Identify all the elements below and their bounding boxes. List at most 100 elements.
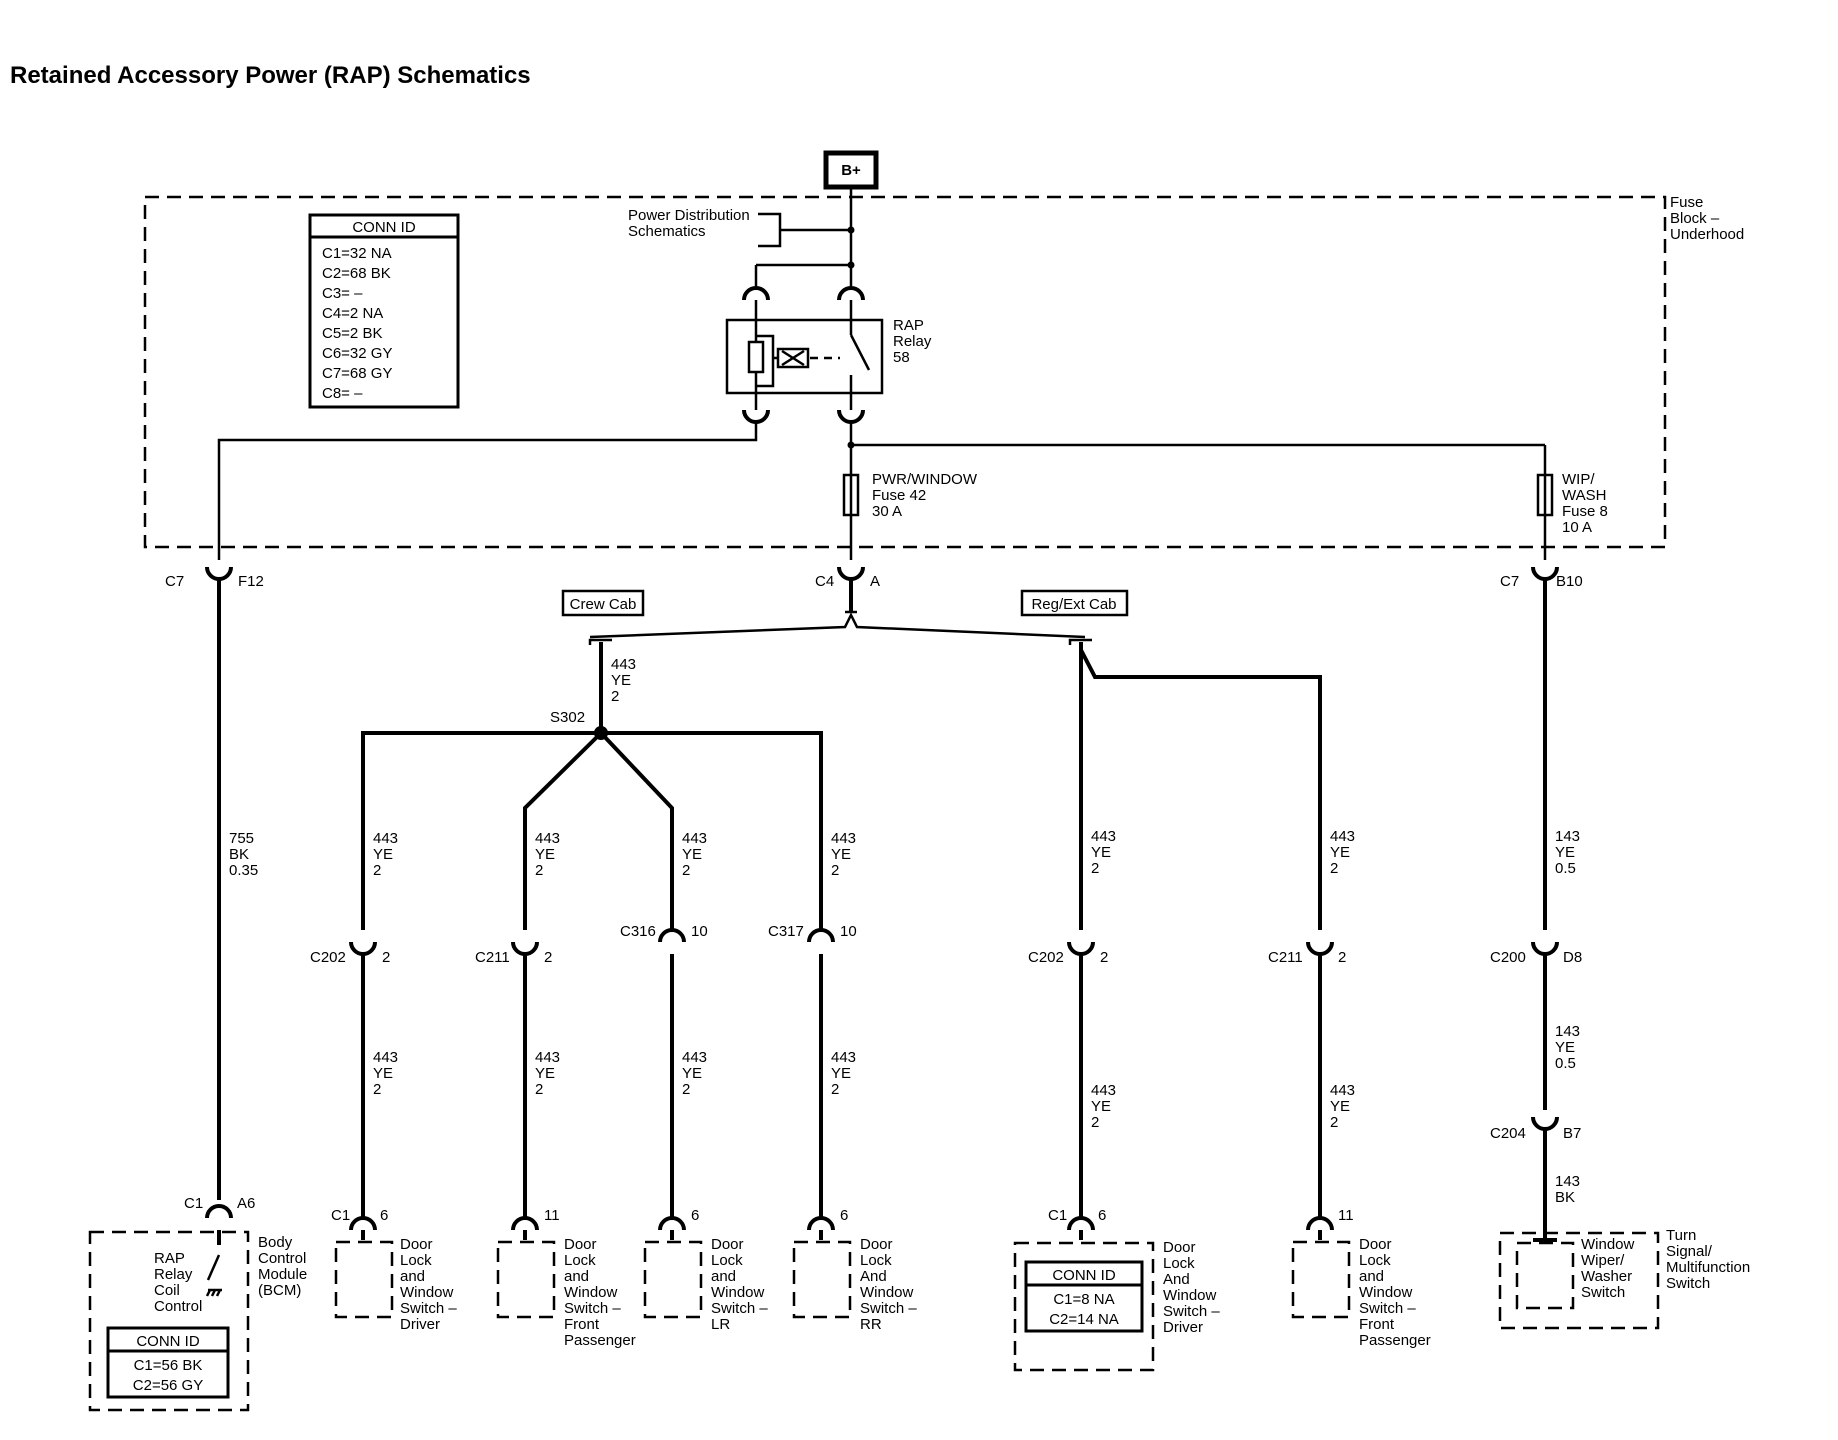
connector-pin-6-rr: 6 xyxy=(807,1207,848,1231)
svg-text:2: 2 xyxy=(382,949,390,966)
svg-text:C316: C316 xyxy=(620,923,656,940)
connector-pin-11-front-pass-crew: 11 xyxy=(511,1207,560,1231)
door-lock-switch-driver-reg: Door Lock And Window Switch – Driver xyxy=(1013,1239,1220,1372)
svg-text:C6=32 GY: C6=32 GY xyxy=(322,345,392,362)
svg-text:Control: Control xyxy=(154,1298,202,1315)
svg-text:Driver: Driver xyxy=(1163,1319,1203,1336)
svg-text:YE: YE xyxy=(1330,844,1350,861)
body-control-module: RAP Relay Coil Control Body Control Modu… xyxy=(88,1230,307,1412)
door-lock-switch-rr: Door Lock And Window Switch – RR xyxy=(792,1236,917,1333)
connector-c200: C200 D8 xyxy=(1490,949,1582,966)
svg-text:and: and xyxy=(711,1268,736,1285)
svg-text:443: 443 xyxy=(682,830,707,847)
connector-c7-b10: C7 B10 xyxy=(1500,566,1583,590)
svg-text:YE: YE xyxy=(1555,1039,1575,1056)
svg-text:C2=56 GY: C2=56 GY xyxy=(133,1377,203,1394)
battery-terminal: B+ xyxy=(823,150,879,190)
svg-text:Window: Window xyxy=(860,1284,914,1301)
conn-id-table-fuse-block: CONN ID C1=32 NA C2=68 BK C3= – C4=2 NA … xyxy=(308,213,460,409)
svg-text:F12: F12 xyxy=(238,573,264,590)
svg-text:C3= –: C3= – xyxy=(322,285,363,302)
svg-text:YE: YE xyxy=(1091,1098,1111,1115)
svg-text:2: 2 xyxy=(682,1081,690,1098)
svg-text:2: 2 xyxy=(373,862,381,879)
svg-text:C7: C7 xyxy=(1500,573,1519,590)
svg-text:443: 443 xyxy=(682,1049,707,1066)
svg-text:2: 2 xyxy=(831,1081,839,1098)
svg-text:C317: C317 xyxy=(768,923,804,940)
svg-text:YE: YE xyxy=(682,846,702,863)
svg-text:C7=68 GY: C7=68 GY xyxy=(322,365,392,382)
svg-text:443: 443 xyxy=(535,830,560,847)
svg-text:YE: YE xyxy=(373,1065,393,1082)
fuse-block-label: Fuse Block – Underhood xyxy=(1670,194,1744,243)
svg-text:143: 143 xyxy=(1555,1173,1580,1190)
wire-label-443-c202a-down: 443 YE 2 xyxy=(373,1049,398,1098)
svg-text:C4=2 NA: C4=2 NA xyxy=(322,305,383,322)
svg-text:Lock: Lock xyxy=(711,1252,743,1269)
svg-text:C1: C1 xyxy=(184,1195,203,1212)
svg-text:2: 2 xyxy=(373,1081,381,1098)
svg-text:Wiper/: Wiper/ xyxy=(1581,1252,1625,1269)
svg-text:RAP: RAP xyxy=(893,317,924,334)
wire-label-443-c211a-up: 443 YE 2 xyxy=(535,830,560,879)
svg-text:Multifunction: Multifunction xyxy=(1666,1259,1750,1276)
door-lock-switch-lr: Door Lock and Window Switch – LR xyxy=(643,1236,768,1333)
svg-text:Lock: Lock xyxy=(400,1252,432,1269)
connector-c4-a: C4 A xyxy=(815,566,880,590)
svg-text:And: And xyxy=(860,1268,887,1285)
svg-text:Power Distribution: Power Distribution xyxy=(628,207,750,224)
svg-text:Switch –: Switch – xyxy=(1359,1300,1416,1317)
svg-text:Front: Front xyxy=(1359,1316,1395,1333)
svg-text:Switch –: Switch – xyxy=(1163,1303,1220,1320)
door-lock-switch-front-passenger-reg: Door Lock and Window Switch – Front Pass… xyxy=(1291,1236,1431,1349)
svg-text:443: 443 xyxy=(1091,1082,1116,1099)
svg-text:Door: Door xyxy=(564,1236,597,1253)
svg-text:Relay: Relay xyxy=(154,1266,193,1283)
svg-text:C200: C200 xyxy=(1490,949,1526,966)
svg-text:443: 443 xyxy=(535,1049,560,1066)
svg-text:C211: C211 xyxy=(475,949,510,966)
svg-text:2: 2 xyxy=(831,862,839,879)
svg-text:C1: C1 xyxy=(331,1207,350,1224)
svg-text:C8= –: C8= – xyxy=(322,385,363,402)
connector-c1-6-driver-reg: C1 6 xyxy=(1048,1207,1106,1231)
door-lock-switch-front-passenger-crew: Door Lock and Window Switch – Front Pass… xyxy=(496,1236,636,1349)
svg-text:2: 2 xyxy=(544,949,552,966)
svg-text:Door: Door xyxy=(711,1236,744,1253)
svg-text:143: 143 xyxy=(1555,828,1580,845)
connector-c211-reg: C211 2 xyxy=(1268,949,1346,966)
svg-text:YE: YE xyxy=(831,846,851,863)
svg-text:Crew Cab: Crew Cab xyxy=(570,596,637,613)
svg-text:C1: C1 xyxy=(1048,1207,1067,1224)
connector-c316: C316 10 xyxy=(620,923,708,940)
svg-text:YE: YE xyxy=(1330,1098,1350,1115)
svg-text:58: 58 xyxy=(893,349,910,366)
svg-text:Passenger: Passenger xyxy=(1359,1332,1431,1349)
svg-text:30 A: 30 A xyxy=(872,503,902,520)
wire-label-443-c202a-up: 443 YE 2 xyxy=(373,830,398,879)
svg-text:RAP: RAP xyxy=(154,1250,185,1267)
svg-text:2: 2 xyxy=(1330,860,1338,877)
wire-label-443-c317-down: 443 YE 2 xyxy=(831,1049,856,1098)
svg-text:11: 11 xyxy=(544,1207,560,1224)
svg-text:10: 10 xyxy=(691,923,708,940)
svg-text:B10: B10 xyxy=(1556,573,1583,590)
connector-pin-11-front-pass-reg: 11 xyxy=(1306,1207,1354,1231)
svg-text:CONN ID: CONN ID xyxy=(352,219,416,236)
svg-text:Reg/Ext Cab: Reg/Ext Cab xyxy=(1031,596,1116,613)
conn-id-table-driver-reg: CONN ID C1=8 NA C2=14 NA xyxy=(1024,1260,1144,1333)
svg-text:2: 2 xyxy=(535,862,543,879)
svg-text:Passenger: Passenger xyxy=(564,1332,636,1349)
connector-c7-f12: C7 F12 xyxy=(165,566,264,590)
wire-label-443-c316-down: 443 YE 2 xyxy=(682,1049,707,1098)
svg-text:Coil: Coil xyxy=(154,1282,180,1299)
connector-c204: C204 B7 xyxy=(1490,1116,1581,1142)
svg-text:YE: YE xyxy=(611,672,631,689)
fuse-8: WIP/ WASH Fuse 8 10 A xyxy=(1536,471,1608,536)
svg-text:Signal/: Signal/ xyxy=(1666,1243,1713,1260)
svg-text:Underhood: Underhood xyxy=(1670,226,1744,243)
svg-text:Block –: Block – xyxy=(1670,210,1720,227)
svg-text:C1=56 BK: C1=56 BK xyxy=(134,1357,203,1374)
svg-text:YE: YE xyxy=(682,1065,702,1082)
